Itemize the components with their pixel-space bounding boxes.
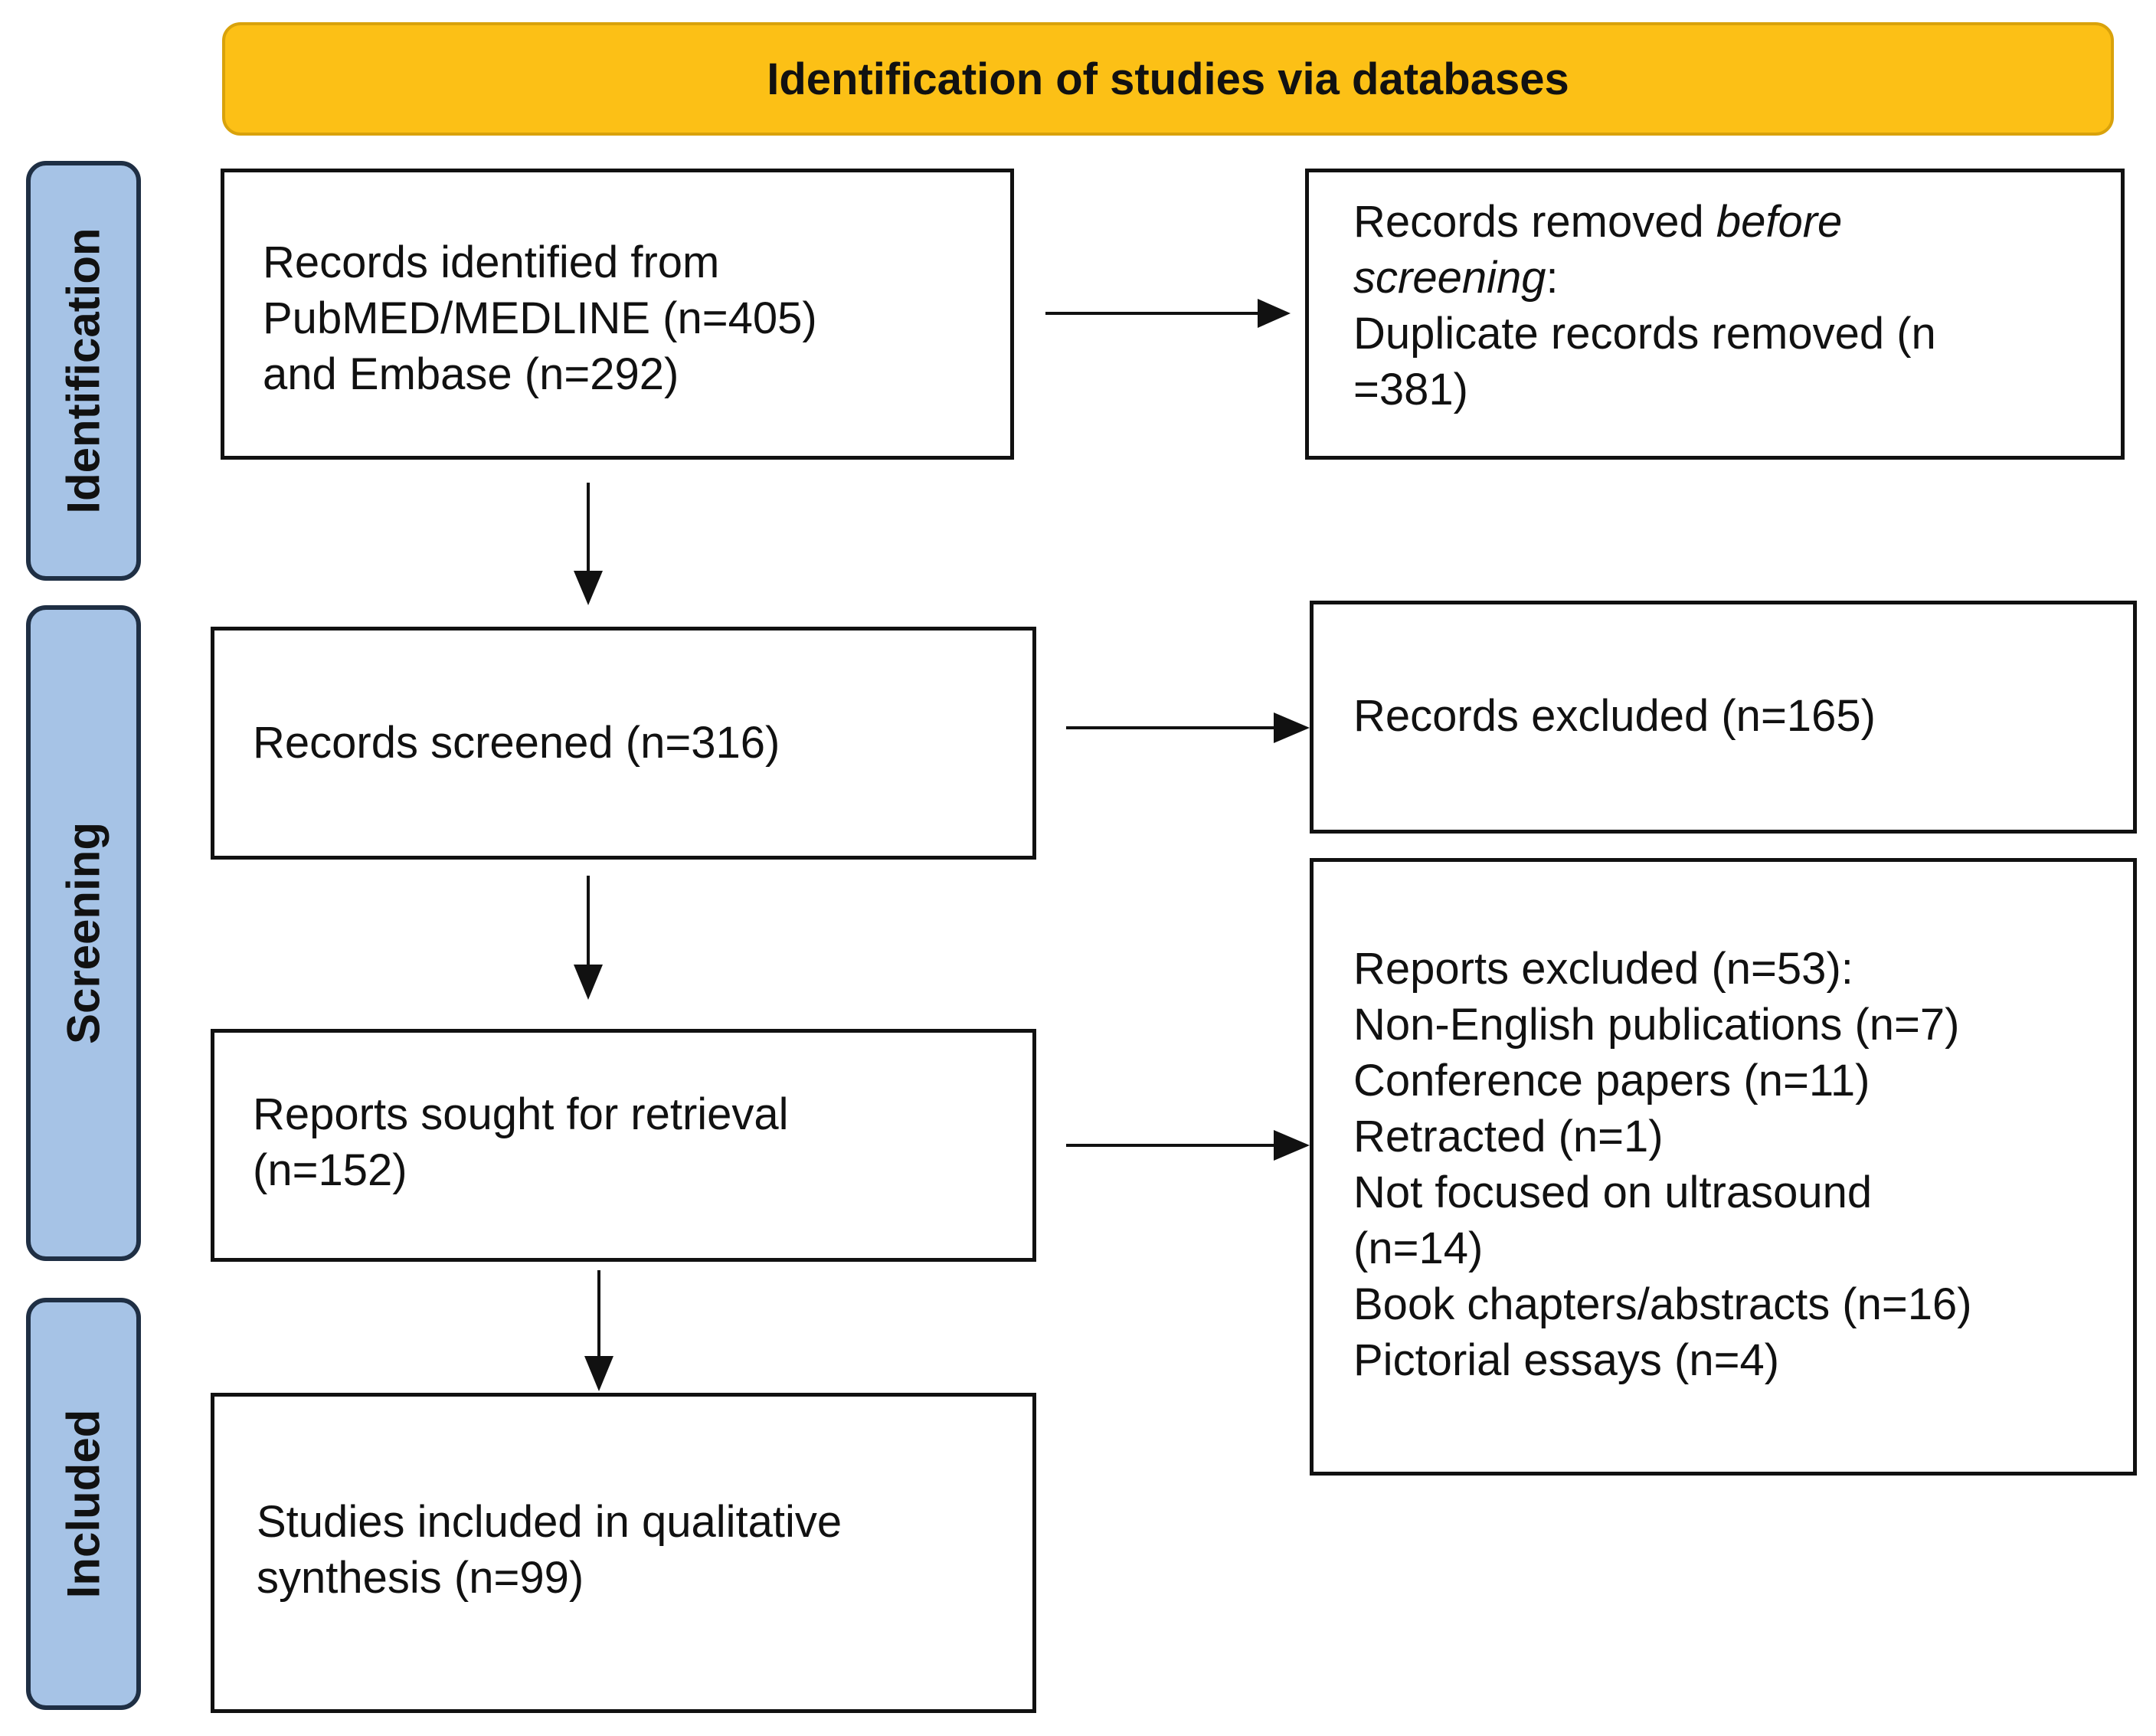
phase-tab-included: Included <box>26 1298 141 1710</box>
text-line: synthesis (n=99) <box>257 1553 584 1603</box>
text-line: Non-English publications (n=7) <box>1353 1000 1960 1050</box>
header-banner: Identification of studies via databases <box>222 22 2114 136</box>
records-removed-box <box>1305 169 2125 460</box>
text-line: (n=152) <box>253 1145 407 1195</box>
reports-sought-box <box>211 1029 1036 1262</box>
text-line: Records removed before <box>1353 194 1936 250</box>
records-excluded-box <box>1310 601 2137 834</box>
text-line: Pictorial essays (n=4) <box>1353 1335 1780 1385</box>
arrowhead <box>574 571 603 605</box>
text-line: and Embase (n=292) <box>263 349 679 399</box>
records-excluded-text: Records excluded (n=165) <box>1353 688 1876 744</box>
text-line: Duplicate records removed (n <box>1353 309 1936 359</box>
records-screened-text: Records screened (n=316) <box>253 715 780 771</box>
text-line: Reports sought for retrieval <box>253 1089 789 1139</box>
text-line: Conference papers (n=11) <box>1353 1056 1870 1105</box>
text-line: screening: <box>1353 250 1936 306</box>
text-line: Records identified from <box>263 237 720 287</box>
text-line: Book chapters/abstracts (n=16) <box>1353 1279 1972 1329</box>
records-identified-box <box>221 169 1014 460</box>
reports-sought-text: Reports sought for retrieval (n=152) <box>253 1086 789 1198</box>
text-line: Reports excluded (n=53): <box>1353 944 1853 994</box>
phase-tab-identification: Identification <box>26 161 141 581</box>
text-line: PubMED/MEDLINE (n=405) <box>263 293 817 343</box>
arrowhead <box>1274 1130 1310 1161</box>
phase-tab-screening: Screening <box>26 605 141 1261</box>
text-line: Retracted (n=1) <box>1353 1112 1664 1161</box>
arrowhead <box>1258 299 1291 328</box>
studies-included-text: Studies included in qualitative synthesi… <box>257 1494 842 1606</box>
text-segment: : <box>1546 253 1559 303</box>
text-line: Not focused on ultrasound <box>1353 1168 1873 1217</box>
records-screened-box <box>211 627 1036 860</box>
text-line: Records excluded (n=165) <box>1353 691 1876 741</box>
arrowhead <box>574 965 603 1000</box>
records-removed-text: Records removed before screening: Duplic… <box>1353 194 1936 418</box>
reports-excluded-text: Reports excluded (n=53): Non-English pub… <box>1353 941 1972 1388</box>
records-identified-text: Records identified from PubMED/MEDLINE (… <box>263 234 817 402</box>
text-segment-italic: before <box>1716 197 1843 247</box>
text-line: Records screened (n=316) <box>253 718 780 768</box>
text-segment-italic: screening <box>1353 253 1546 303</box>
text-line: =381) <box>1353 365 1468 414</box>
header-title: Identification of studies via databases <box>767 54 1569 104</box>
arrowhead <box>1274 712 1310 743</box>
reports-excluded-box <box>1310 858 2137 1476</box>
text-line: (n=14) <box>1353 1223 1484 1273</box>
arrowhead <box>584 1356 613 1391</box>
studies-included-box <box>211 1393 1036 1713</box>
text-segment: Records removed <box>1353 197 1716 247</box>
text-line: Studies included in qualitative <box>257 1497 842 1547</box>
